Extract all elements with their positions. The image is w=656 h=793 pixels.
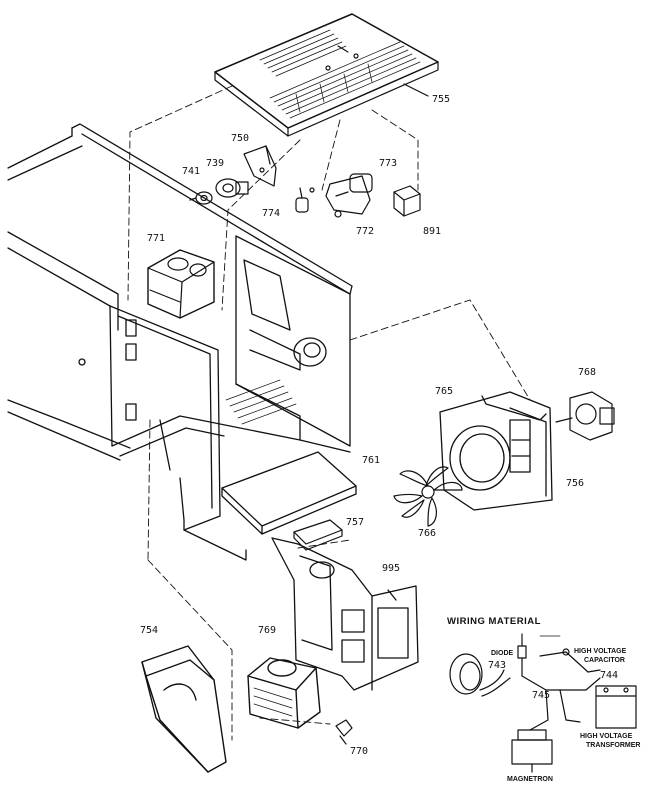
label-capacitor-line1: HIGH VOLTAGE [574, 648, 627, 655]
label-754: 754 [140, 625, 159, 636]
part-739 [215, 178, 249, 198]
part-772-773 [325, 173, 373, 218]
label-770: 770 [350, 746, 369, 757]
label-magnetron: MAGNETRON [507, 776, 553, 783]
label-761: 761 [362, 455, 381, 466]
assembly-guide-lines [127, 85, 531, 741]
label-765: 765 [435, 386, 454, 397]
label-745: 745 [532, 690, 551, 701]
wiring-title: WIRING MATERIAL [447, 616, 541, 627]
label-743: 743 [488, 660, 507, 671]
label-741: 741 [182, 166, 201, 177]
part-754-cover [141, 645, 227, 773]
duct-765-756 [439, 391, 553, 511]
part-995-bracket [271, 537, 419, 691]
label-768: 768 [578, 367, 597, 378]
part-766-fan [393, 466, 463, 527]
label-766: 766 [418, 528, 437, 539]
part-768-motor [555, 391, 615, 441]
label-756: 756 [566, 478, 585, 489]
label-transformer-line1: HIGH VOLTAGE [580, 733, 633, 740]
label-739: 739 [206, 158, 225, 169]
part-774 [295, 187, 315, 213]
part-741 [189, 191, 213, 205]
label-transformer-line2: TRANSFORMER [586, 742, 641, 749]
wiring-inset [449, 633, 637, 773]
label-769: 769 [258, 625, 277, 636]
label-750: 750 [231, 133, 250, 144]
top-cover-755 [214, 13, 439, 137]
part-757 [293, 519, 343, 551]
label-capacitor-line2: CAPACITOR [584, 657, 625, 664]
label-771: 771 [147, 233, 166, 244]
label-772: 772 [356, 226, 375, 237]
label-995: 995 [382, 563, 401, 574]
part-761-shelf [221, 451, 357, 535]
label-744: 744 [600, 670, 619, 681]
cabinet-chassis [7, 123, 353, 561]
label-774: 774 [262, 208, 281, 219]
part-770 [335, 719, 353, 745]
label-757: 757 [346, 517, 365, 528]
part-771 [147, 249, 215, 319]
part-891 [393, 185, 421, 217]
part-769-transformer [247, 657, 321, 729]
label-891: 891 [423, 226, 442, 237]
label-755: 755 [432, 94, 451, 105]
label-773: 773 [379, 158, 398, 169]
part-750-bracket [243, 145, 277, 187]
label-diode: DIODE [491, 650, 514, 657]
